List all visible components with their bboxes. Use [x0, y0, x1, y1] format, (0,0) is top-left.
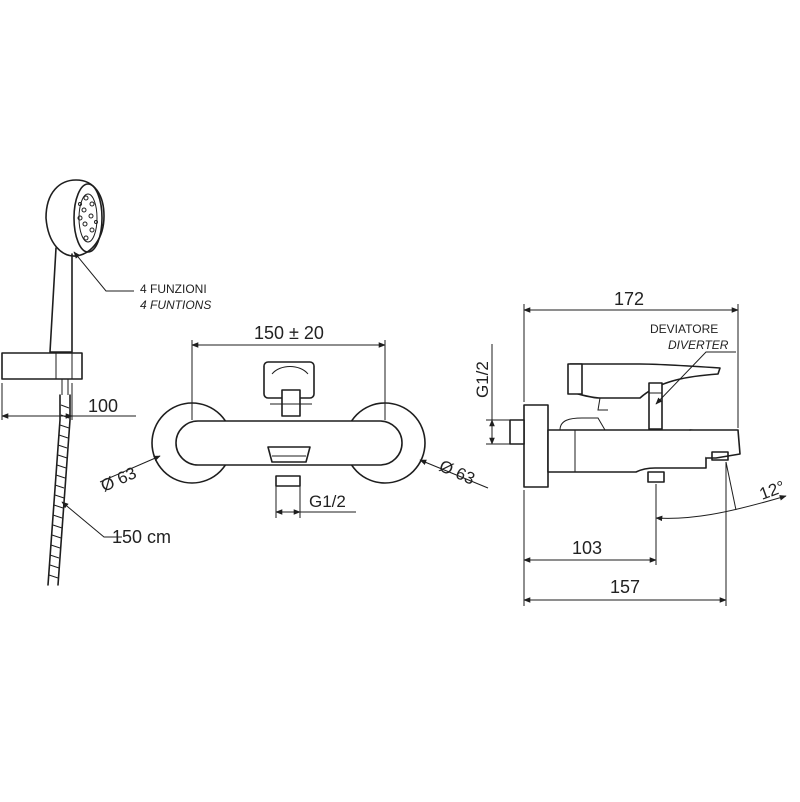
diverter-knob: [648, 382, 663, 430]
dim-dia-right: Ø 63: [436, 456, 477, 488]
dim-157-label: 157: [610, 577, 640, 597]
side-lever: [567, 363, 721, 411]
dim-dia-left: Ø 63: [98, 463, 139, 495]
shower-head: [45, 179, 105, 257]
deviatore-label-it: DEVIATORE: [650, 322, 718, 336]
hose-length-label: 150 cm: [112, 527, 171, 547]
dim-g12-bottom-label: G1/2: [309, 492, 346, 511]
dim-g12-side-label: G1/2: [473, 361, 492, 398]
inlet-stub: [509, 419, 525, 445]
funzioni-leader: [73, 251, 134, 292]
mixer-side-view: DEVIATORE DIVERTER 172 G1/2 103 157 12°: [473, 289, 788, 606]
dim-172-label: 172: [614, 289, 644, 309]
diverter-pull: [647, 471, 665, 483]
wall-flange: [523, 404, 549, 488]
shower-handle: [49, 247, 73, 353]
mixer-body: [175, 420, 403, 466]
spout-front: [267, 446, 311, 463]
side-body: [547, 429, 707, 473]
wall-bracket: [1, 352, 83, 395]
mixer-front-view: 150 ± 20 Ø 63 Ø 63 G1/2: [98, 323, 489, 518]
funzioni-label-it: 4 FUNZIONI: [140, 282, 207, 296]
dim-150-label: 150 ± 20: [254, 323, 324, 343]
deviatore-leader: [655, 351, 736, 405]
shower-hose: [47, 394, 71, 586]
dim-103-label: 103: [572, 538, 602, 558]
dim-100-label: 100: [88, 396, 118, 416]
angle-arc: [655, 495, 787, 522]
hose-leader: [61, 501, 122, 538]
hand-shower-view: 4 FUNZIONI 4 FUNTIONS 100 150 cm: [1, 179, 211, 586]
spout-aerator: [711, 451, 729, 461]
angle-label: 12°: [757, 477, 788, 504]
funzioni-label-en: 4 FUNTIONS: [140, 298, 211, 312]
deviatore-label-en: DIVERTER: [668, 338, 729, 352]
inlet-nipple: [275, 475, 301, 487]
lever: [263, 361, 315, 417]
